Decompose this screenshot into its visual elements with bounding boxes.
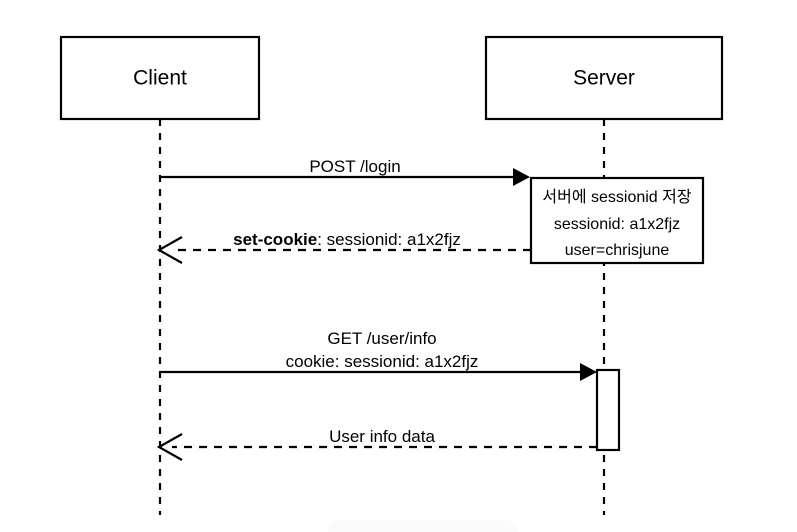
message-user-info-data[interactable]: User info data [156, 427, 597, 461]
participant-box-client [59, 35, 261, 121]
message-label-set-cookie-bold: set-cookie [233, 230, 317, 249]
participant-label-server: Server [573, 67, 635, 90]
message-label-set-cookie: set-cookie: sessionid: a1x2fjz [233, 230, 461, 249]
message-label-set-cookie-rest: : sessionid: a1x2fjz [317, 230, 461, 249]
participant-label-client: Client [133, 67, 187, 90]
message-label-get-user-info-line2: cookie: sessionid: a1x2fjz [286, 352, 479, 371]
activation-bar-server [595, 368, 621, 452]
note-line-3: user=chrisjune [565, 242, 670, 259]
note-line-2: sessionid: a1x2fjz [554, 216, 680, 233]
message-label-user-info-data: User info data [329, 427, 435, 446]
arrowhead-open-icon-user-info-data [156, 433, 183, 461]
message-label-post-login: POST /login [309, 157, 400, 176]
message-label-get-user-info-line1: GET /user/info [327, 329, 436, 348]
participant-client[interactable]: Client [59, 35, 261, 121]
message-post-login[interactable]: POST /login [160, 157, 530, 186]
note-box-outline [529, 176, 705, 265]
message-set-cookie[interactable]: set-cookie: sessionid: a1x2fjz [156, 230, 531, 264]
participant-server[interactable]: Server [484, 35, 724, 121]
participant-box-server [484, 35, 724, 121]
arrowhead-filled-icon-post-login [513, 168, 530, 186]
arrowhead-open-icon-set-cookie [156, 236, 183, 264]
note-line-1: 서버에 sessionid 저장 [542, 188, 691, 206]
arrowhead-filled-icon-get-user-info [580, 363, 597, 381]
note-server-session[interactable]: 서버에 sessionid 저장 sessionid: a1x2fjz user… [529, 176, 705, 265]
message-get-user-info[interactable]: GET /user/info cookie: sessionid: a1x2fj… [160, 329, 597, 381]
bottom-overlay-panel [328, 521, 518, 532]
